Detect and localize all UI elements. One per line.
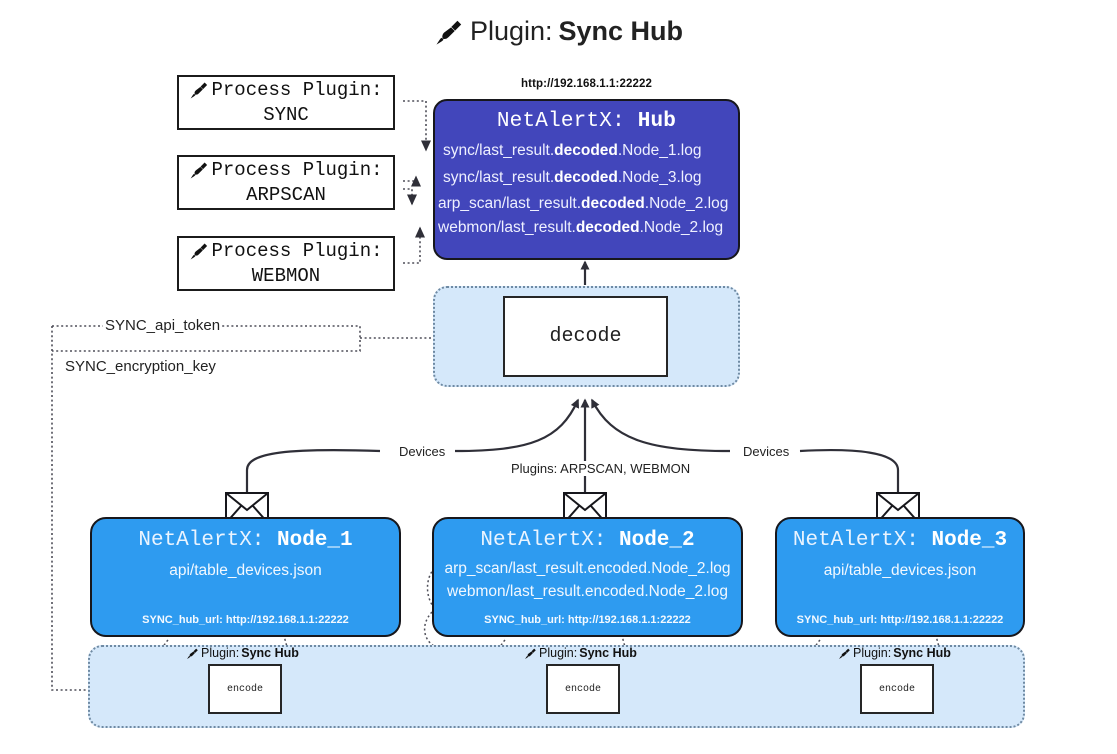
encode-box-3[interactable]: encode <box>860 664 934 714</box>
process-plugin-webmon[interactable]: Process Plugin: WEBMON <box>177 236 395 291</box>
node-log-line: arp_scan/last_result.encoded.Node_2.log <box>444 560 731 577</box>
encoder-caption-2: Plugin: Sync Hub <box>524 646 637 660</box>
encoder-caption-1: Plugin: Sync Hub <box>186 646 299 660</box>
process-plugin-label: Process Plugin: <box>211 158 383 181</box>
plug-icon <box>189 241 209 261</box>
hub-title: NetAlertX: Hub <box>435 110 738 133</box>
edge-label-devices-right: Devices <box>740 444 793 459</box>
page-title: Plugin: Sync Hub <box>0 16 1117 47</box>
node-hub-url: SYNC_hub_url: http://192.168.1.1:22222 <box>142 614 349 626</box>
plug-icon <box>434 17 464 47</box>
setting-api-token: SYNC_api_token <box>103 317 223 334</box>
hub-log-line: webmon/last_result.decoded.Node_2.log <box>438 218 724 236</box>
process-plugin-label: Process Plugin: <box>211 239 383 262</box>
process-plugin-name: WEBMON <box>251 264 321 287</box>
node-log-line: api/table_devices.json <box>169 562 322 579</box>
node-log-line: webmon/last_result.encoded.Node_2.log <box>447 583 728 600</box>
node-title: NetAlertX: Node_2 <box>480 529 695 552</box>
node-title: NetAlertX: Node_3 <box>792 529 1008 552</box>
process-plugin-sync[interactable]: Process Plugin: SYNC <box>177 75 395 130</box>
hub-url-label: http://192.168.1.1:22222 <box>521 78 652 90</box>
node-box-2[interactable]: NetAlertX: Node_2 arp_scan/last_result.e… <box>432 517 743 637</box>
setting-encryption-key: SYNC_encryption_key <box>63 358 218 375</box>
process-plugin-label: Process Plugin: <box>211 78 383 101</box>
hub-log-line: sync/last_result.decoded.Node_1.log <box>443 142 702 159</box>
node-box-1[interactable]: NetAlertX: Node_1 api/table_devices.json… <box>90 517 401 637</box>
node-box-3[interactable]: NetAlertX: Node_3 api/table_devices.json… <box>775 517 1025 637</box>
plug-icon <box>189 80 209 100</box>
hub-box[interactable]: NetAlertX: Hub sync/last_result.decoded.… <box>433 99 740 260</box>
plug-icon <box>189 160 209 180</box>
edge-label-plugins-center: Plugins: ARPSCAN, WEBMON <box>508 461 694 476</box>
hub-log-line: arp_scan/last_result.decoded.Node_2.log <box>438 195 729 212</box>
hub-title-prefix: NetAlertX: <box>496 110 638 133</box>
node-title: NetAlertX: Node_1 <box>138 529 353 552</box>
encoder-caption-3: Plugin: Sync Hub <box>838 646 951 660</box>
node-hub-url: SYNC_hub_url: http://192.168.1.1:22222 <box>484 614 691 626</box>
decode-box[interactable]: decode <box>503 296 668 377</box>
process-plugin-name: ARPSCAN <box>246 183 326 206</box>
plug-icon <box>186 647 199 660</box>
edge-label-devices-left: Devices <box>396 444 449 459</box>
page-title-prefix: Plugin: <box>469 16 553 46</box>
encode-box-2[interactable]: encode <box>546 664 620 714</box>
encode-box-1[interactable]: encode <box>208 664 282 714</box>
plug-icon <box>838 647 851 660</box>
hub-log-line: sync/last_result.decoded.Node_3.log <box>443 168 702 186</box>
node-log-line: api/table_devices.json <box>823 562 977 579</box>
plug-icon <box>524 647 537 660</box>
node-hub-url: SYNC_hub_url: http://192.168.1.1:22222 <box>796 614 1004 626</box>
process-plugin-name: SYNC <box>263 103 309 126</box>
page-title-name: Sync Hub <box>558 16 684 46</box>
process-plugin-arpscan[interactable]: Process Plugin: ARPSCAN <box>177 155 395 210</box>
hub-title-name: Hub <box>637 110 677 133</box>
